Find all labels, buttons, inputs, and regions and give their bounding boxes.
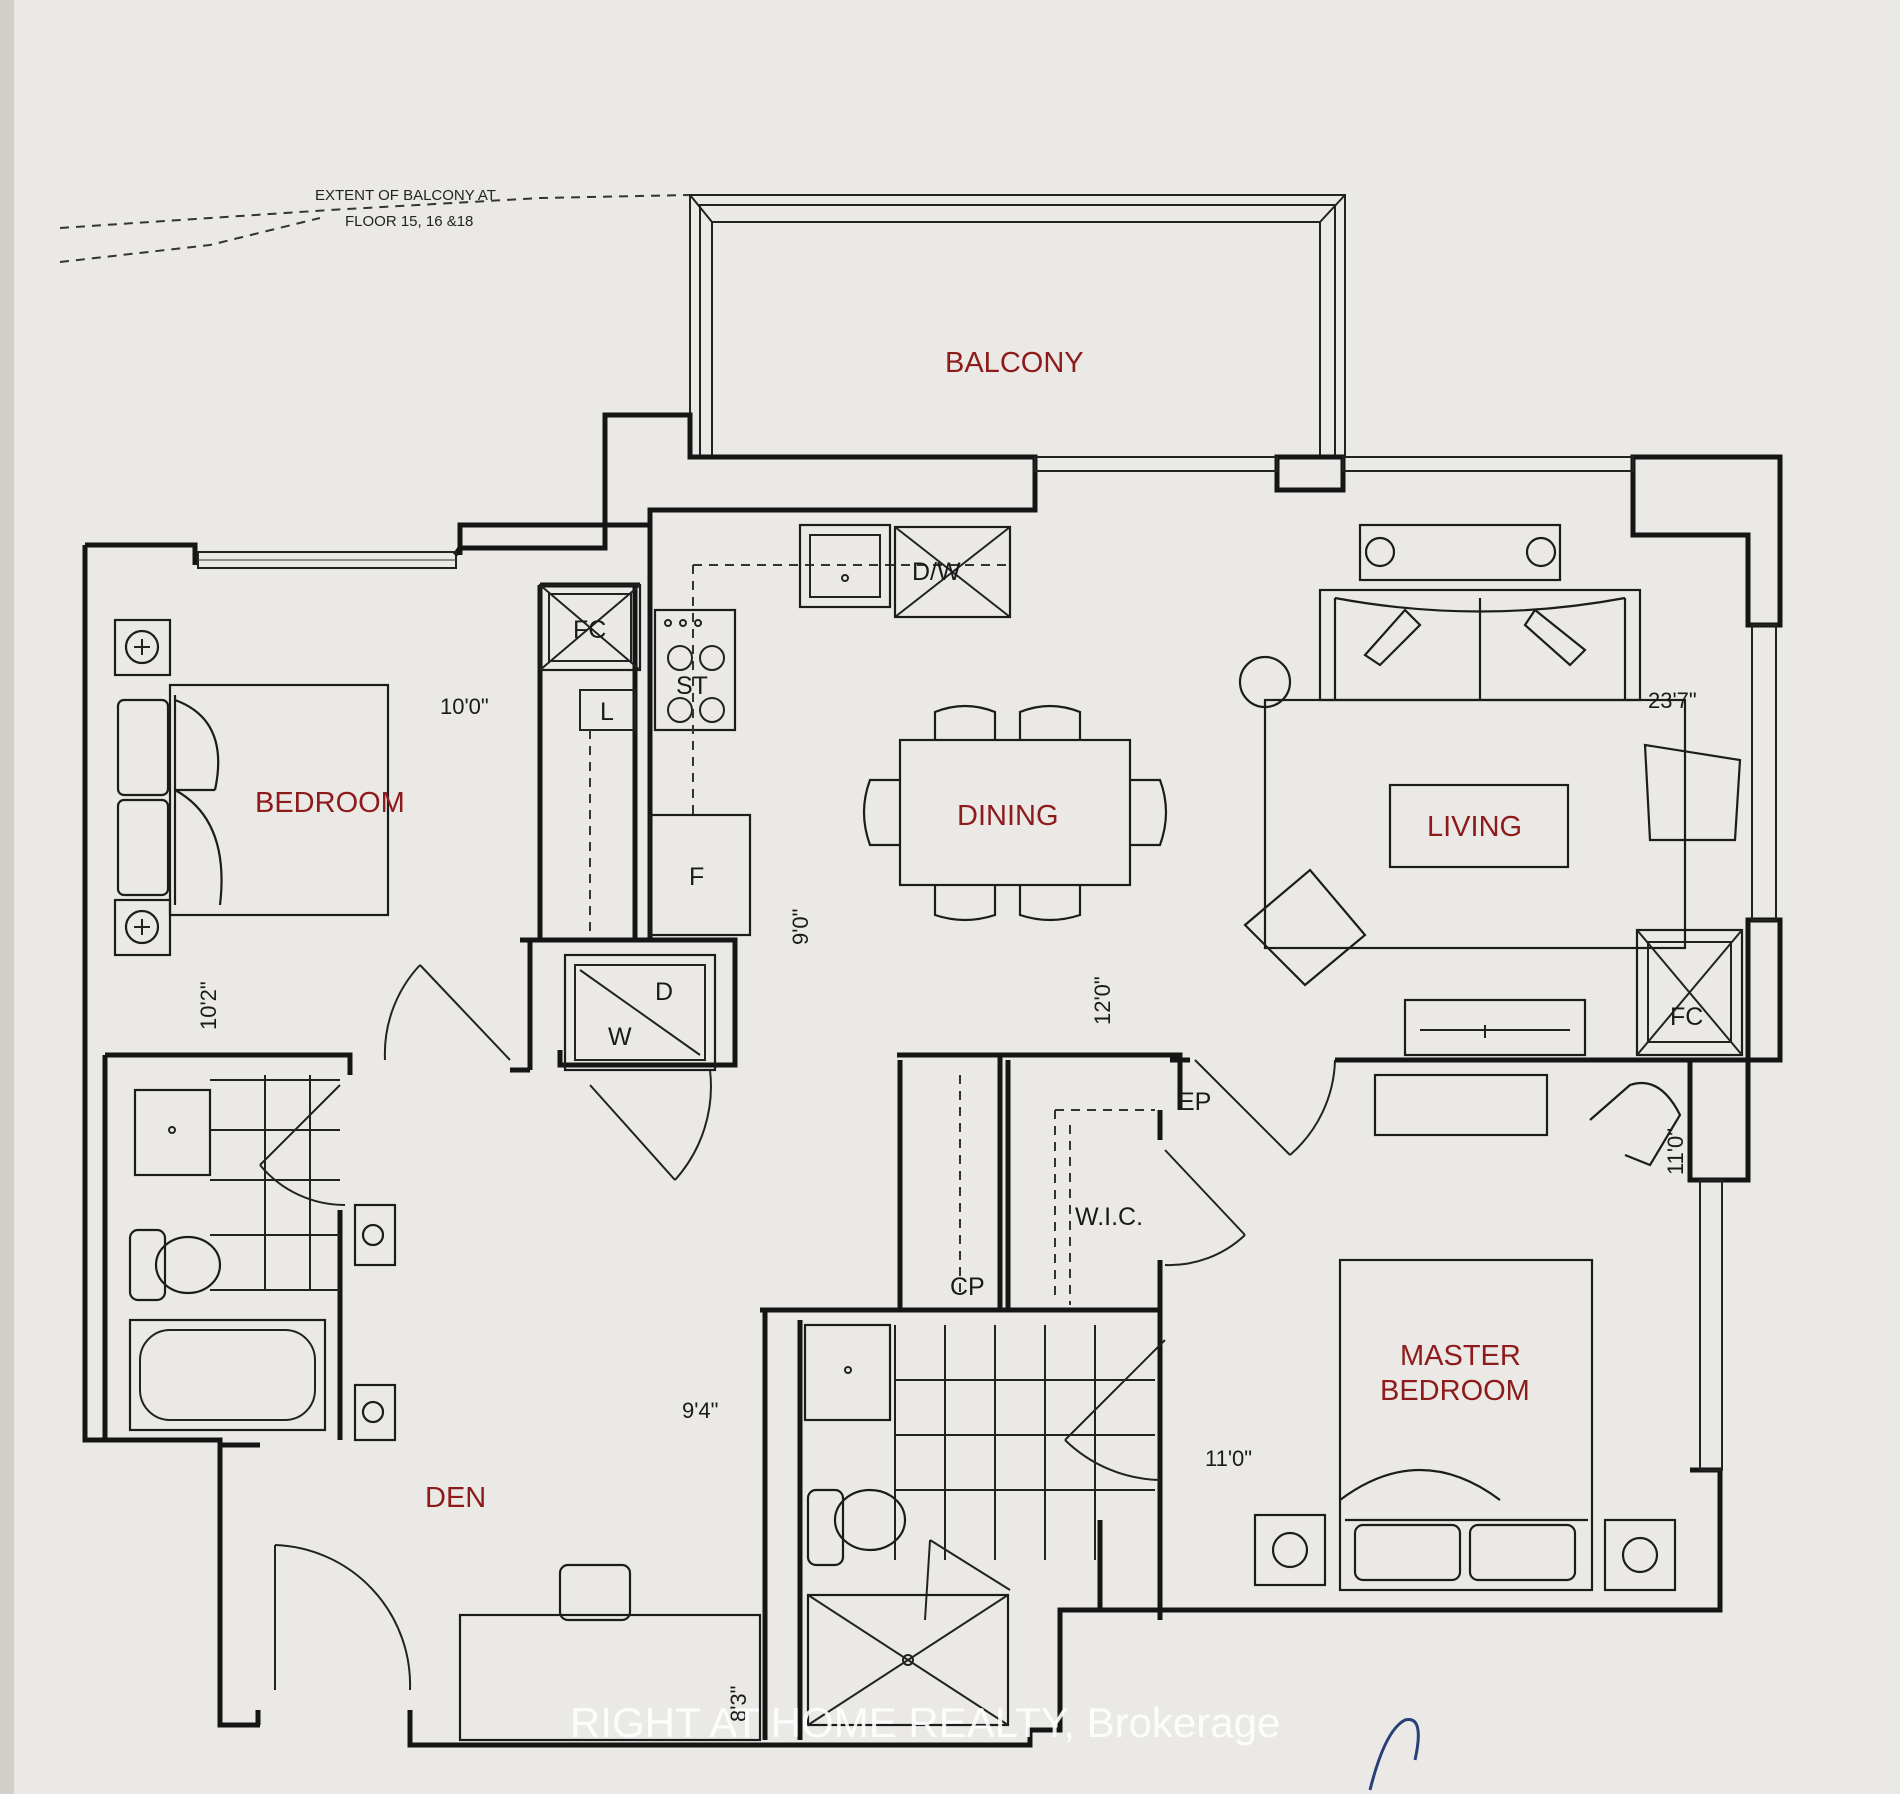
balcony-extent-note: EXTENT OF BALCONY AT FLOOR 15, 16 &18 <box>59 187 691 263</box>
doors <box>259 964 1336 1691</box>
living-set: LIVING <box>1238 523 1742 1057</box>
dining-set: DINING <box>862 704 1168 922</box>
windows <box>197 456 1777 1471</box>
balcony-note-line1: EXTENT OF BALCONY AT <box>315 187 496 204</box>
master-bedroom-furniture: MASTER BEDROOM <box>1253 1073 1682 1592</box>
room-label-master-2: BEDROOM <box>1380 1375 1530 1407</box>
dim-master-width: 11'0" <box>1205 1446 1252 1471</box>
den-furniture: DEN <box>353 1203 762 1742</box>
dim-bedroom-width: 10'0" <box>440 694 489 719</box>
balcony: BALCONY <box>689 194 1346 458</box>
bathroom-1 <box>128 1075 340 1432</box>
dishwasher-label: D/W <box>912 558 961 586</box>
fridge-label: F <box>689 863 704 891</box>
kitchen-fixtures: FC L ST F D/W D W <box>538 523 1012 1072</box>
dim-den-width: 9'4" <box>682 1398 718 1423</box>
pen-mark <box>1368 1718 1420 1791</box>
room-label-dining: DINING <box>957 800 1059 832</box>
dim-bedroom-depth: 10'2" <box>196 981 221 1030</box>
dim-living-width: 23'7" <box>1648 688 1697 713</box>
room-label-balcony: BALCONY <box>945 347 1084 379</box>
stove-label: ST <box>676 672 708 700</box>
wic-label: W.I.C. <box>1075 1203 1143 1231</box>
interior-walls <box>102 525 1690 1740</box>
washer-label: W <box>608 1023 632 1051</box>
walk-in-closet: W.I.C. CP EP <box>897 1060 1211 1310</box>
page-edge <box>0 0 14 1794</box>
cp-label: CP <box>950 1273 985 1301</box>
dim-master-depth: 11'0" <box>1663 1128 1688 1175</box>
watermark: RIGHT AT HOME REALTY, Brokerage <box>570 1699 1280 1746</box>
dimensions: 10'0" 10'2" 9'0" 23'7" 12'0" 11'0" 11'0"… <box>196 688 1697 1722</box>
linen-label: L <box>600 698 614 726</box>
room-label-den: DEN <box>425 1482 486 1514</box>
dim-living-depth: 12'0" <box>1090 976 1115 1025</box>
dryer-label: D <box>655 978 673 1006</box>
ep-label: EP <box>1178 1088 1211 1116</box>
dim-den-depth: 8'3" <box>726 1686 751 1722</box>
outer-walls <box>82 412 1783 1748</box>
closet-fc-label-2: FC <box>1670 1003 1703 1031</box>
bedroom-furniture <box>113 618 390 957</box>
closet-fc-label-1: FC <box>573 616 606 644</box>
room-label-bedroom: BEDROOM <box>255 787 405 819</box>
room-label-master-1: MASTER <box>1400 1340 1521 1372</box>
ensuite-bathroom <box>803 1323 1155 1727</box>
living-closet: FC <box>1635 928 1744 1057</box>
dim-dining-height: 9'0" <box>788 909 813 945</box>
room-label-living: LIVING <box>1427 811 1522 843</box>
balcony-note-line2: FLOOR 15, 16 &18 <box>345 213 473 230</box>
